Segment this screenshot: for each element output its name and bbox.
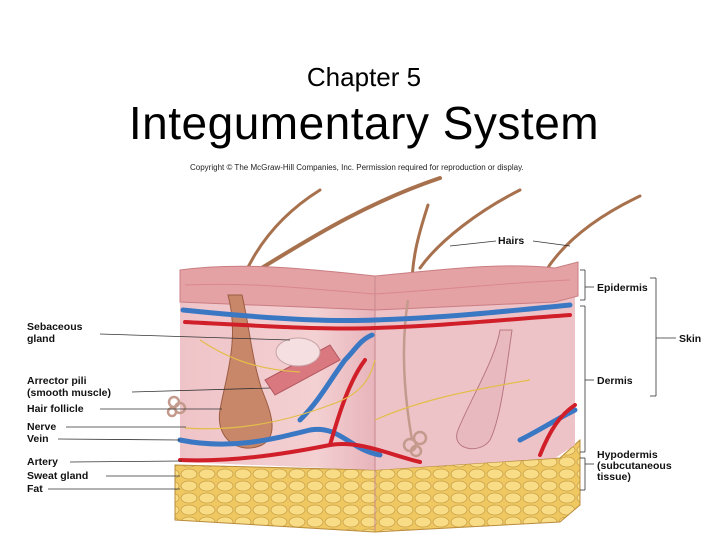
label-epidermis: Epidermis — [597, 282, 648, 294]
label-hypodermis-2: (subcutaneous — [597, 460, 672, 472]
label-sebaceous-2: gland — [27, 333, 55, 345]
label-hairs: Hairs — [498, 235, 524, 247]
arteries — [178, 313, 577, 464]
label-sweat-gland: Sweat gland — [27, 470, 88, 482]
sweat-gland-left — [166, 395, 187, 418]
skin-block — [166, 261, 581, 533]
label-dermis: Dermis — [597, 375, 633, 387]
hair-shaft-3 — [418, 188, 522, 270]
label-sebaceous-1: Sebaceous — [27, 321, 83, 333]
label-hypodermis-1: Hypodermis — [597, 449, 658, 461]
hair-follicle-2 — [456, 329, 513, 450]
copyright-notice: Copyright © The McGraw-Hill Companies, I… — [190, 163, 524, 172]
label-arrector-2: (smooth muscle) — [27, 387, 111, 399]
label-skin: Skin — [679, 333, 701, 345]
nerves — [184, 339, 531, 430]
label-fat: Fat — [27, 483, 43, 495]
left-labels: Sebaceous gland Arrector pili (smooth mu… — [27, 321, 291, 495]
label-hypodermis-3: tissue) — [597, 471, 631, 483]
label-artery: Artery — [27, 456, 58, 468]
label-arrector-1: Arrector pili — [27, 375, 87, 387]
fat-layer — [174, 438, 581, 533]
hair-shaft-2 — [253, 176, 442, 274]
label-nerve: Nerve — [27, 421, 56, 433]
chapter-label: Chapter 5 — [306, 62, 422, 92]
sebaceous-gland — [275, 337, 321, 367]
right-labels: Hairs Epidermis Dermis Skin Hypodermis (… — [449, 235, 701, 491]
label-vein: Vein — [27, 433, 49, 445]
epidermis-surface — [179, 261, 579, 311]
hair-follicle — [218, 294, 273, 449]
label-hair-follicle: Hair follicle — [27, 403, 84, 415]
slide-title: Integumentary System — [128, 97, 600, 149]
dermis-side — [375, 290, 575, 470]
hair-shaft-4 — [543, 194, 642, 274]
